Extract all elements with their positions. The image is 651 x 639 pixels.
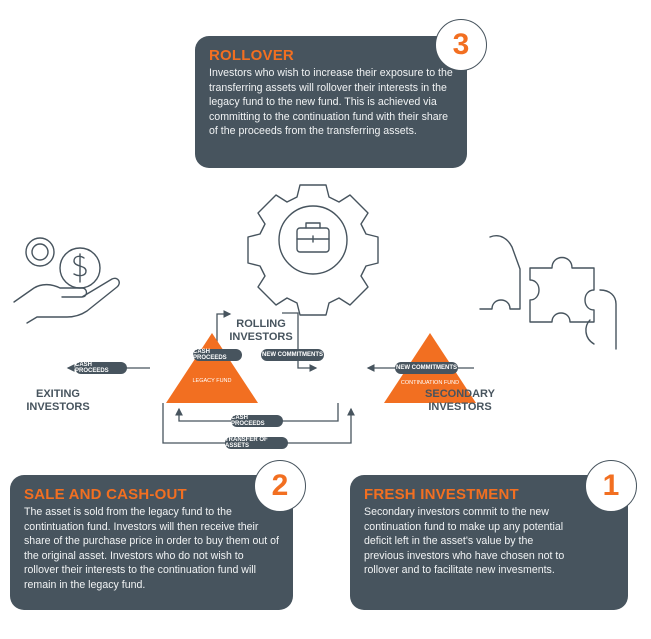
secondary-investors-label: SECONDARY INVESTORS bbox=[425, 388, 495, 413]
rollover-text: Investors who wish to increase their exp… bbox=[209, 67, 453, 138]
rolling-investors-label: ROLLING INVESTORS bbox=[229, 318, 293, 343]
fresh-text: Secondary investors commit to the new co… bbox=[364, 506, 565, 577]
puzzle-hands-icon bbox=[479, 235, 617, 350]
cash-proceeds-bottom-pill: CASH PROCEEDS bbox=[231, 415, 283, 427]
arrow-new-comm-rolling bbox=[282, 312, 318, 372]
step-2-badge: 2 bbox=[254, 460, 306, 512]
hand-coin-icon bbox=[13, 237, 120, 324]
transfer-of-assets-pill: TRANSFER OF ASSETS bbox=[225, 437, 288, 449]
step-3-badge: 3 bbox=[435, 19, 487, 71]
cash-proceeds-rolling-pill: CASH PROCEEDS bbox=[193, 349, 242, 361]
fresh-title: FRESH INVESTMENT bbox=[364, 486, 519, 503]
rollover-box: ROLLOVER Investors who wish to increase … bbox=[195, 36, 467, 168]
new-commitments-secondary-pill: NEW COMMITMENTS bbox=[395, 362, 458, 374]
cash-proceeds-exit-pill: CASH PROCEEDS bbox=[75, 362, 127, 374]
rollover-title: ROLLOVER bbox=[209, 47, 294, 64]
gear-briefcase-icon bbox=[247, 184, 379, 316]
sale-text: The asset is sold from the legacy fund t… bbox=[24, 506, 279, 591]
sale-box: SALE AND CASH-OUT The asset is sold from… bbox=[10, 475, 293, 610]
fresh-box: FRESH INVESTMENT Secondary investors com… bbox=[350, 475, 628, 610]
new-commitments-rolling-pill: NEW COMMITMENTS bbox=[261, 349, 324, 361]
continuation-fund-label: CONTINUATION FUND bbox=[400, 380, 460, 386]
sale-title: SALE AND CASH-OUT bbox=[24, 486, 187, 503]
legacy-fund-label: LEGACY FUND bbox=[192, 378, 232, 384]
step-1-badge: 1 bbox=[585, 460, 637, 512]
legacy-fund-triangle bbox=[166, 333, 258, 403]
exiting-investors-label: EXITING INVESTORS bbox=[26, 388, 90, 413]
